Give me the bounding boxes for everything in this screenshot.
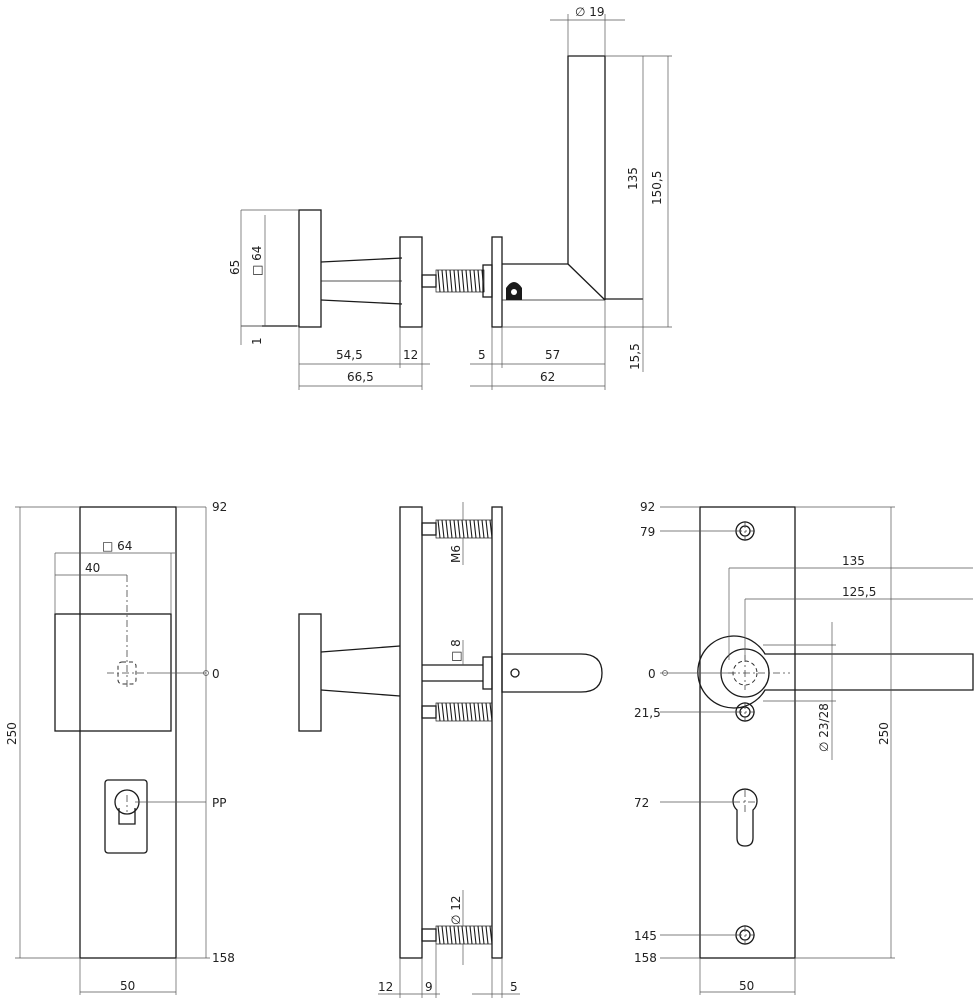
side-bolt-bottom: [421, 925, 493, 945]
top-inner-rosette: [399, 236, 423, 328]
top-dim-diameter-19: ∅ 19: [575, 5, 605, 19]
top-dim-62: 62: [540, 370, 555, 384]
front-dim-square-64: □ 64: [102, 539, 132, 553]
back-dim-250: 250: [877, 722, 891, 745]
top-dim-135: 135: [626, 167, 640, 190]
top-dim-square-64: □ 64: [250, 246, 264, 276]
top-back-plate: [491, 236, 503, 328]
side-view: M6 □ 8 ∅ 12 12 9 5: [298, 502, 603, 998]
back-dim-21-5: 21,5: [634, 706, 661, 720]
front-square-rosette: [54, 613, 172, 732]
back-screw-hole-bottom: [735, 925, 755, 945]
front-dim-250: 250: [5, 722, 19, 745]
front-dim-158: 158: [212, 951, 235, 965]
front-dim-40: 40: [85, 561, 100, 575]
top-dim-54-5: 54,5: [336, 348, 363, 362]
side-back-plate: [491, 506, 503, 959]
side-bolt-middle: [421, 702, 493, 722]
front-dim-0: 0: [212, 667, 220, 681]
front-dim-50: 50: [120, 979, 135, 993]
back-dim-145: 145: [634, 929, 657, 943]
top-dimension-lines: [240, 14, 672, 390]
top-dim-5: 5: [478, 348, 486, 362]
back-dim-125-5: 125,5: [842, 585, 876, 599]
side-dim-12: 12: [378, 980, 393, 994]
front-cylinder-cutout: [104, 779, 148, 854]
front-dim-92: 92: [212, 500, 227, 514]
top-dim-1: 1: [250, 337, 264, 345]
back-backplate: [699, 506, 796, 959]
side-dim-square-8: □ 8: [449, 639, 463, 662]
side-dimension-lines: [378, 502, 520, 998]
top-dim-57: 57: [545, 348, 560, 362]
back-dim-72: 72: [634, 796, 649, 810]
side-lever-grip: [501, 653, 603, 693]
back-dim-158: 158: [634, 951, 657, 965]
back-dim-135: 135: [842, 554, 865, 568]
back-cylinder-hole: [732, 788, 758, 847]
back-dim-50: 50: [739, 979, 754, 993]
front-dim-pp: PP: [212, 796, 226, 810]
top-dim-150-5: 150,5: [650, 171, 664, 205]
top-threaded-spindle: [421, 269, 485, 293]
side-knob-neck: [320, 645, 401, 697]
side-dim-9: 9: [425, 980, 433, 994]
top-dim-12: 12: [403, 348, 418, 362]
top-view: ∅ 19 135 150,5 65 □ 64 1 54,5 12 5 57 15…: [228, 5, 672, 390]
front-spindle-square: [107, 575, 148, 690]
back-view: 92 79 135 125,5 0 21,5 ∅ 23/28 250 72 14…: [634, 500, 974, 995]
side-bolt-top: [421, 519, 493, 539]
top-dim-66-5: 66,5: [347, 370, 374, 384]
back-dim-0: 0: [648, 667, 656, 681]
top-lever-handle: [502, 55, 643, 301]
back-dim-diameter-23-28: ∅ 23/28: [817, 703, 831, 752]
front-view: 250 92 □ 64 40 0 PP 158 50: [5, 500, 235, 995]
back-dimension-lines: [660, 506, 973, 995]
back-dim-79: 79: [640, 525, 655, 539]
front-dimension-lines: [15, 506, 210, 995]
back-lever: [697, 635, 974, 709]
side-spindle: [422, 656, 493, 690]
top-rosette-plate: [241, 209, 322, 328]
back-dim-92: 92: [640, 500, 655, 514]
front-backplate: [79, 506, 177, 959]
back-screw-hole-middle: [735, 702, 755, 722]
back-screw-hole-top: [735, 521, 755, 541]
side-front-plate: [399, 506, 423, 959]
top-dim-65: 65: [228, 260, 242, 275]
top-dim-15-5: 15,5: [628, 343, 642, 370]
side-rosette: [298, 613, 322, 732]
side-dim-diameter-12: ∅ 12: [449, 895, 463, 925]
side-dim-5: 5: [510, 980, 518, 994]
top-knob-neck: [320, 257, 403, 305]
side-dim-m6: M6: [449, 545, 463, 563]
